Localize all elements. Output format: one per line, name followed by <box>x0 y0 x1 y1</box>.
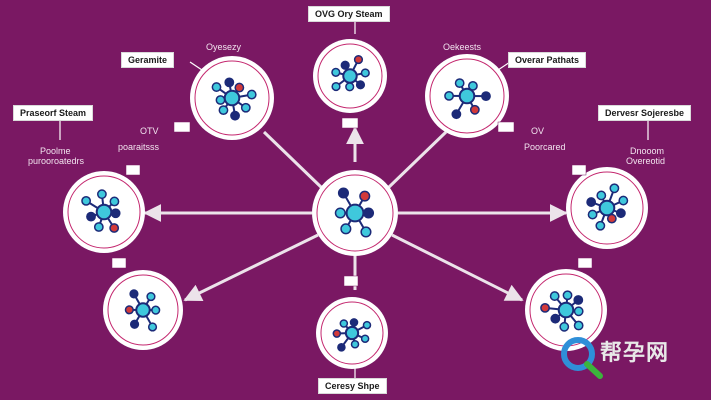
annotation-mid-right-1: OV <box>531 126 545 136</box>
annotation-right-1: Dnooom <box>630 146 665 156</box>
tag-marker <box>125 164 141 176</box>
arrow-center-to-bottom-right <box>391 233 524 302</box>
tag-marker <box>497 121 515 133</box>
label-top: OVG Ory Steam <box>308 6 390 22</box>
line-center-to-top-left <box>262 130 324 190</box>
molecule-top-left <box>211 77 257 121</box>
label-bottom: Ceresy Shpe <box>318 378 387 394</box>
label-top-left: Geramite <box>121 52 175 68</box>
molecule-bottom <box>332 318 372 352</box>
annotation-left-1: Poolme <box>40 146 71 156</box>
tag-marker <box>341 117 359 129</box>
annotation-left-2: purooroatedrs <box>28 156 85 166</box>
annotation-mid-right-2: Poorcared <box>524 142 566 152</box>
molecule-left <box>81 189 121 233</box>
tag-marker <box>173 121 191 133</box>
molecule-right <box>586 183 629 231</box>
molecule-bottom-right <box>540 290 584 332</box>
label-left-upper: Praseorf Steam <box>13 105 94 121</box>
magnifier-logo-icon <box>561 337 603 379</box>
annotation-top-right-small: Oekeests <box>443 42 482 52</box>
annotation-mid-left-1: OTV <box>140 126 159 136</box>
label-right-upper: Dervesr Sojeresbe <box>598 105 692 121</box>
arrow-center-to-bottom-left <box>183 233 319 302</box>
line-center-to-top-right <box>386 130 448 190</box>
molecule-glyphs <box>81 54 629 352</box>
tag-marker <box>343 275 359 287</box>
annotation-top-left-small: Oyesezy <box>206 42 242 52</box>
molecule-top-right <box>444 78 491 120</box>
tag-marker <box>577 257 593 269</box>
molecule-bottom-left <box>124 289 161 332</box>
connectors <box>143 126 568 302</box>
molecule-top <box>331 54 370 92</box>
molecule-center <box>334 187 375 238</box>
annotation-right-2: Overeotid <box>626 156 666 166</box>
label-top-right: Overar Pathats <box>508 52 587 68</box>
annotation-mid-left-2: poaraitsss <box>118 142 160 152</box>
tag-marker <box>571 164 587 176</box>
tag-marker <box>111 257 127 269</box>
watermark-text: 帮孕网 <box>600 341 670 366</box>
